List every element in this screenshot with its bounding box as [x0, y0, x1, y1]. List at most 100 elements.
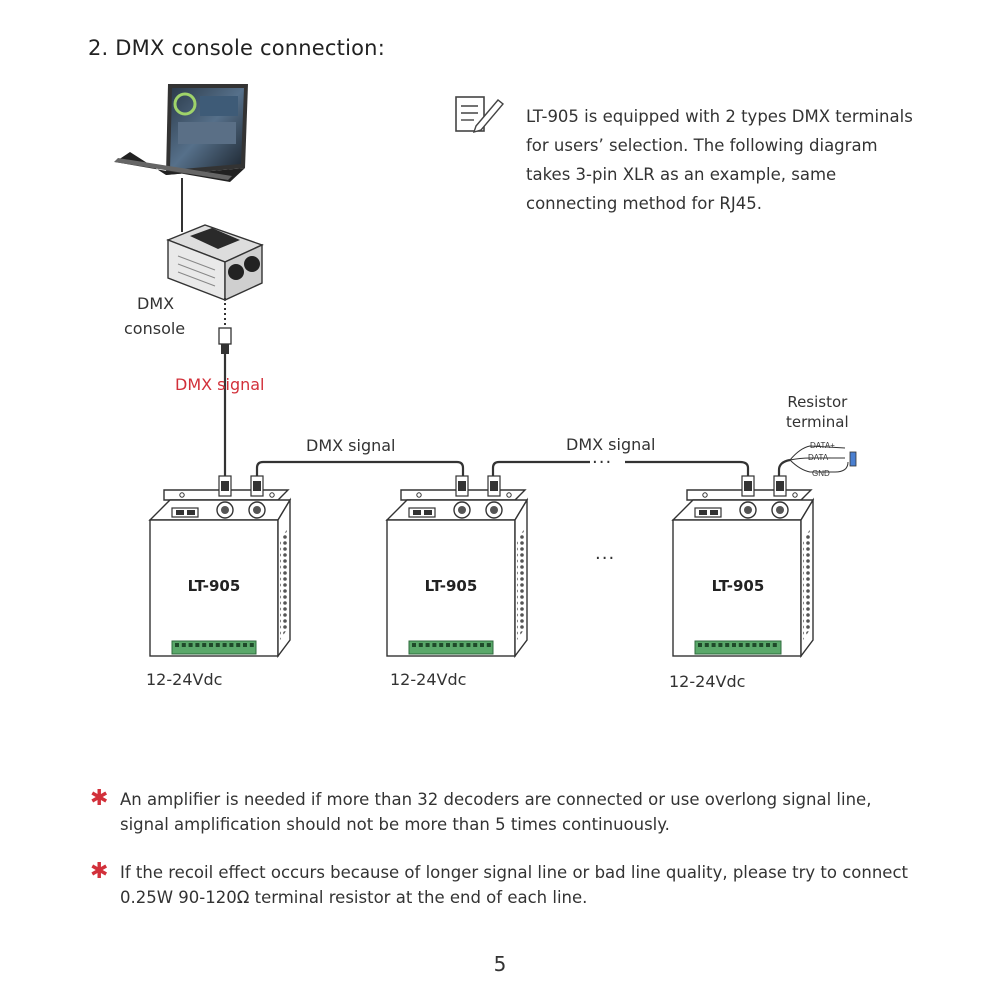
rj45-port — [424, 510, 432, 515]
dmx-cables — [255, 458, 791, 482]
device-front — [386, 519, 516, 657]
terminal-screw — [446, 643, 450, 647]
terminal-screw — [209, 643, 213, 647]
terminal-block — [171, 640, 257, 655]
section-heading: 2. DMX console connection: — [88, 36, 385, 60]
footnote: ✱ An amplifier is needed if more than 32… — [90, 786, 920, 837]
rj45-port — [171, 507, 199, 518]
rj45-port — [694, 507, 722, 518]
terminal-screw — [425, 643, 430, 647]
decoder-power: 12-24Vdc — [390, 670, 467, 689]
resistor-label-line2: terminal — [786, 413, 849, 431]
screw-hole — [702, 492, 708, 498]
resistor-pin-label: GND — [812, 469, 830, 478]
terminal-screw — [222, 643, 227, 647]
xlr-connector — [744, 481, 752, 491]
resistor-label-line1: Resistor — [787, 393, 848, 411]
terminal-screw — [432, 643, 437, 647]
screw-hole — [792, 492, 798, 498]
terminal-screw — [738, 643, 743, 647]
dmx-console-icon — [166, 224, 264, 326]
terminal-screw — [229, 643, 234, 647]
ellipsis: ··· — [595, 548, 616, 569]
decoder-device — [148, 475, 292, 659]
terminal-screw — [418, 643, 423, 647]
terminal-screw — [752, 643, 757, 647]
heat-fins — [280, 528, 288, 640]
decoder-model: LT-905 — [711, 577, 765, 595]
terminal-screw — [243, 643, 247, 647]
terminal-block — [408, 640, 494, 655]
decoder-power: 12-24Vdc — [146, 670, 223, 689]
terminal-screw — [732, 643, 736, 647]
link-signal-label: DMX signal — [566, 435, 656, 454]
terminal-screw — [486, 643, 491, 647]
xlr-plug-icon — [218, 327, 232, 482]
terminal-screw — [473, 643, 478, 647]
footnote-text: An amplifier is needed if more than 32 d… — [120, 790, 872, 834]
footnote: ✱ If the recoil effect occurs because of… — [90, 859, 920, 910]
rj45-port — [187, 510, 195, 515]
terminal-screw — [236, 643, 241, 647]
terminal-screw — [704, 643, 709, 647]
terminal-screw — [452, 643, 457, 647]
page-number: 5 — [493, 952, 507, 976]
screw-hole — [416, 492, 422, 498]
heat-fins — [517, 528, 525, 640]
terminal-screw — [772, 643, 777, 647]
ellipsis: ··· — [592, 452, 613, 473]
xlr-connector — [776, 481, 784, 491]
rj45-port — [408, 507, 436, 518]
resistor-terminal-icon: DATA+ DATA- GND — [789, 441, 857, 478]
terminal-screw — [698, 643, 702, 647]
terminal-screw — [480, 643, 484, 647]
terminal-screw — [181, 643, 186, 647]
xlr-socket — [776, 506, 784, 514]
device-front — [149, 519, 279, 657]
console-signal-label: DMX signal — [175, 375, 265, 394]
xlr-connector — [458, 481, 466, 491]
rj45-port — [176, 510, 184, 515]
terminal-screw — [195, 643, 200, 647]
terminal-screw — [175, 643, 179, 647]
terminal-screw — [439, 643, 444, 647]
xlr-socket — [458, 506, 466, 514]
xlr-connector — [253, 481, 261, 491]
terminal-screw — [745, 643, 750, 647]
rj45-port — [699, 510, 707, 515]
resistor-label: Resistor terminal — [786, 392, 849, 432]
decoder-model: LT-905 — [424, 577, 478, 595]
rj45-port — [413, 510, 421, 515]
terminal-screw — [215, 643, 220, 647]
terminal-screw — [202, 643, 207, 647]
xlr-socket — [744, 506, 752, 514]
terminal-screw — [718, 643, 723, 647]
link-signal-label: DMX signal — [306, 436, 396, 455]
xlr-connector — [221, 481, 229, 491]
xlr-connector — [490, 481, 498, 491]
laptop-icon — [114, 84, 248, 232]
screw-hole — [179, 492, 185, 498]
xlr-socket — [221, 506, 229, 514]
terminal-screw — [249, 643, 254, 647]
screw-hole — [269, 492, 275, 498]
heat-fins — [803, 528, 811, 640]
xlr-socket — [253, 506, 261, 514]
console-label-line2: console — [124, 319, 186, 338]
resistor-pin-label: DATA- — [808, 453, 831, 462]
rj45-port — [710, 510, 718, 515]
notepad-pencil-icon — [455, 96, 504, 134]
terminal-screw — [725, 643, 730, 647]
resistor-pin-label: DATA+ — [810, 441, 835, 450]
terminal-block — [694, 640, 782, 655]
console-label-line1: DMX — [137, 294, 175, 313]
decoder-device — [671, 475, 815, 659]
terminal-screw — [711, 643, 716, 647]
terminal-screw — [188, 643, 193, 647]
asterisk-icon: ✱ — [90, 786, 109, 811]
decoder-power: 12-24Vdc — [669, 672, 746, 691]
decoder-model: LT-905 — [187, 577, 241, 595]
xlr-socket — [490, 506, 498, 514]
decoder-device — [385, 475, 529, 659]
